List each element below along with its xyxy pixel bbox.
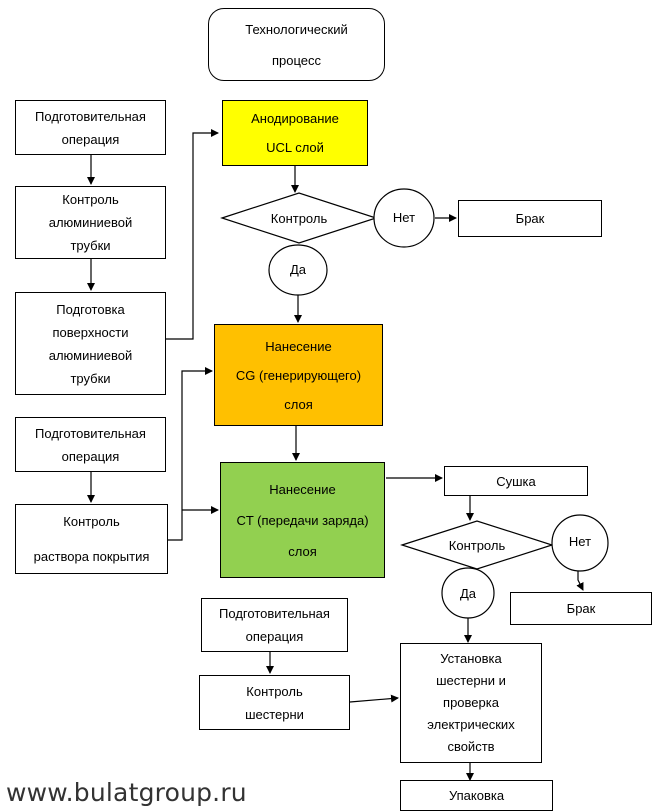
no-circle-1 — [373, 188, 435, 248]
decision-2-label: Контроль — [448, 537, 506, 553]
prep2-line-2: операция — [61, 448, 120, 464]
anodizing-line-2: UCL слой — [266, 140, 324, 155]
reject-2-box: Брак — [510, 592, 652, 625]
yes-1-label: Да — [289, 261, 307, 277]
line-no2-to-reject2 — [576, 569, 584, 591]
control-tube-step: Контроль алюминиевой трубки — [15, 186, 166, 259]
cg-layer-step: Нанесение CG (генерирующего) слоя — [214, 324, 383, 426]
prep-operation-1: Подготовительная операция — [15, 100, 166, 155]
control-tube-line-3: трубки — [70, 238, 111, 253]
cg-line-1: Нанесение — [265, 338, 332, 354]
ct-layer-step: Нанесение CT (передачи заряда) слоя — [220, 462, 385, 578]
ct-line-3: слоя — [288, 543, 317, 559]
control-tube-line-2: алюминиевой — [48, 215, 133, 230]
arrow-control-gear-to-install — [349, 694, 399, 703]
prep3-line-2: операция — [245, 629, 304, 644]
prep-operation-2: Подготовительная операция — [15, 417, 166, 472]
prep1-line-1: Подготовительная — [35, 108, 146, 124]
install-line-4: электрических — [427, 717, 515, 732]
no-circle-2 — [551, 514, 609, 572]
start-line-1: Технологический — [245, 21, 348, 37]
no-2-label: Нет — [568, 533, 592, 549]
decision-1-label: Контроль — [270, 210, 328, 226]
prep2-line-1: Подготовительная — [35, 425, 146, 441]
cg-line-3: слоя — [284, 396, 313, 412]
yes-circle-1 — [268, 244, 328, 296]
packing-box: Упаковка — [400, 780, 553, 811]
gear-install-step: Установка шестерни и проверка электричес… — [400, 643, 542, 763]
anodizing-line-1: Анодирование — [251, 111, 339, 126]
prep-operation-3: Подготовительная операция — [201, 598, 348, 652]
surface-prep-line-1: Подготовка — [56, 301, 125, 317]
control-solution-step: Контроль раствора покрытия — [15, 504, 168, 574]
surface-prep-line-2: поверхности — [52, 324, 129, 340]
no-1-label: Нет — [392, 209, 416, 225]
yes-2-label: Да — [459, 585, 477, 601]
install-line-2: шестерни и — [436, 673, 506, 688]
prep3-line-1: Подготовительная — [219, 606, 330, 621]
surface-prep-line-3: алюминиевой — [48, 347, 133, 363]
install-line-5: свойств — [447, 739, 495, 754]
ct-line-2: CT (передачи заряда) — [236, 512, 369, 528]
line-control-solution-to-ct — [168, 367, 213, 541]
surface-prep-step: Подготовка поверхности алюминиевой трубк… — [15, 292, 166, 395]
install-line-1: Установка — [440, 651, 502, 666]
ct-line-1: Нанесение — [269, 481, 336, 497]
control-tube-line-1: Контроль — [62, 192, 119, 207]
drying-box: Сушка — [444, 466, 588, 496]
control-gear-line-2: шестерни — [245, 706, 304, 722]
control-gear-line-1: Контроль — [246, 683, 303, 699]
start-line-2: процесс — [271, 52, 322, 68]
control-solution-line-2: раствора покрытия — [33, 549, 150, 564]
install-line-3: проверка — [443, 695, 499, 710]
surface-prep-line-4: трубки — [70, 370, 111, 386]
cg-line-2: CG (генерирующего) — [235, 367, 362, 383]
reject-1-box: Брак — [458, 200, 602, 237]
yes-circle-2 — [441, 567, 495, 619]
start-node: Технологический процесс — [208, 8, 385, 81]
control-solution-line-1: Контроль — [63, 514, 120, 529]
line-surface-prep-to-anodizing — [166, 129, 219, 340]
website-watermark: www.bulatgroup.ru — [6, 778, 247, 807]
control-gear-step: Контроль шестерни — [199, 675, 350, 730]
prep1-line-2: операция — [61, 131, 120, 147]
anodizing-step: Анодирование UCL слой — [222, 100, 368, 166]
